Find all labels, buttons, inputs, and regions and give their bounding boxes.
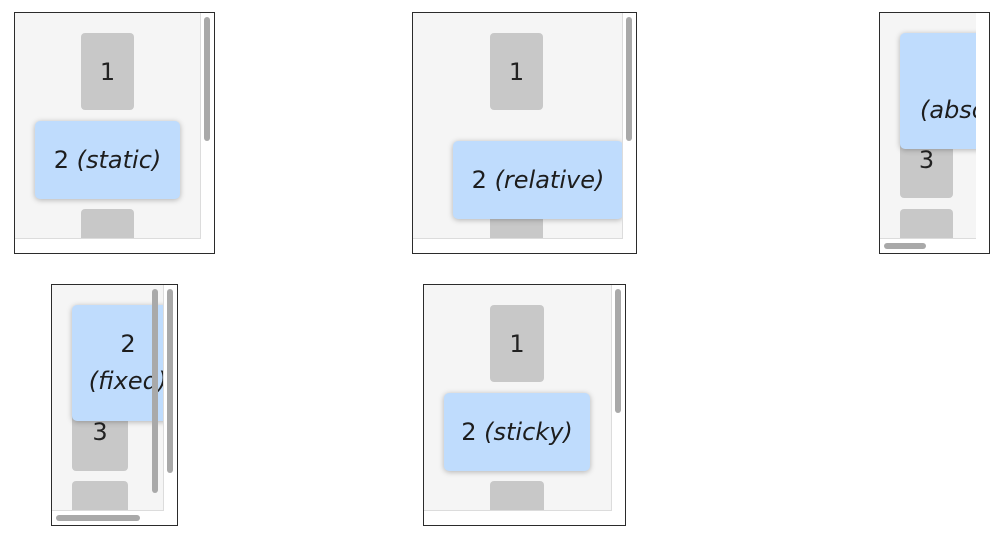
box-label: 1	[508, 57, 525, 86]
box-label: 2 (relative)	[472, 166, 605, 194]
box-1: 1	[490, 33, 543, 110]
box-number: 2	[471, 166, 487, 194]
box-4	[72, 481, 128, 510]
demo-frame-fixed: 3 2 (fixed)	[51, 284, 178, 526]
box-label: 1	[509, 329, 525, 358]
inner-vertical-scrollbar[interactable]	[152, 289, 158, 493]
horizontal-scrollbar[interactable]	[884, 243, 926, 249]
box-4	[900, 209, 953, 238]
box-2-absolute: (abso	[900, 33, 976, 149]
position-keyword: (abso	[920, 96, 976, 124]
box-3	[490, 481, 544, 510]
demo-frame-absolute: 3 (abso	[879, 12, 990, 254]
box-label: 3	[92, 418, 108, 446]
position-keyword: (fixed)	[88, 367, 164, 395]
horizontal-scrollbar[interactable]	[56, 515, 140, 521]
box-1: 1	[81, 33, 134, 110]
scroll-viewport[interactable]: 1 2 (relative)	[413, 13, 623, 239]
scroll-viewport[interactable]: 3 2 (fixed)	[52, 285, 164, 511]
box-2-static: 2 (static)	[35, 121, 180, 199]
position-keyword: (static)	[76, 146, 162, 174]
box-3	[81, 209, 134, 238]
box-number: 2	[53, 146, 69, 174]
scroll-viewport[interactable]: 1 2 (sticky)	[424, 285, 612, 511]
box-label: 2 (sticky)	[461, 418, 573, 446]
vertical-scrollbar[interactable]	[204, 17, 210, 141]
demo-frame-static: 1 2 (static)	[14, 12, 215, 254]
box-number: 2	[461, 418, 477, 446]
box-1: 1	[490, 305, 544, 382]
vertical-scrollbar[interactable]	[615, 289, 621, 413]
demo-frame-sticky: 1 2 (sticky)	[423, 284, 626, 526]
vertical-scrollbar[interactable]	[167, 289, 173, 473]
position-keyword: (sticky)	[484, 418, 573, 446]
position-keyword: (relative)	[494, 166, 605, 194]
scroll-viewport[interactable]: 3 (abso	[880, 13, 976, 239]
box-2-fixed: 2 (fixed)	[72, 305, 164, 421]
box-2-relative: 2 (relative)	[453, 141, 622, 219]
box-number: 2	[120, 329, 136, 358]
scroll-viewport[interactable]: 1 2 (static)	[15, 13, 201, 239]
box-label: 1	[99, 57, 116, 86]
demo-frame-relative: 1 2 (relative)	[412, 12, 637, 254]
box-label: 2 (static)	[54, 146, 162, 174]
box-2-sticky: 2 (sticky)	[444, 393, 590, 471]
box-label: 3	[918, 145, 935, 174]
vertical-scrollbar[interactable]	[626, 17, 632, 141]
